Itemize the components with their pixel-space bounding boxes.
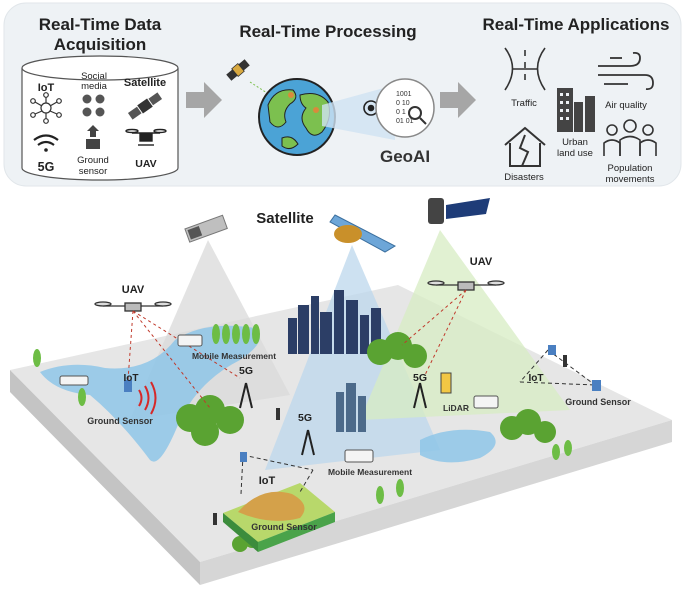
acquisition-title-line1: Real-Time Data (39, 15, 162, 34)
scene-uav-left (95, 302, 171, 311)
acq-satellite-label: Satellite (124, 77, 166, 89)
scene-5g-right-label: 5G (413, 372, 427, 384)
scene-ground-sensor-bottom-label: Ground Sensor (251, 522, 317, 532)
lidar-device (441, 373, 451, 393)
scene-mobile-measurement-top-label: Mobile Measurement (192, 351, 276, 361)
scene-satellite-label: Satellite (256, 210, 314, 227)
app-disasters-label: Disasters (504, 172, 544, 183)
geoai-label: GeoAI (380, 147, 430, 166)
acq-uav-label: UAV (135, 158, 156, 170)
scene-uav-right-label: UAV (470, 256, 493, 268)
scene-iot-right-label: IoT (529, 373, 544, 384)
scene-mobile-measurement-bottom-label: Mobile Measurement (328, 467, 412, 477)
scene-satellite-left (185, 215, 227, 242)
binary-row-1: 1001 (396, 91, 412, 98)
scene-5g-center-label: 5G (298, 412, 312, 424)
iot-sensor-right (548, 345, 556, 355)
acq-ground-line2: sensor (79, 166, 108, 177)
app-population-line1: Population (608, 163, 653, 174)
scene-ground-sensor-right-label: Ground Sensor (565, 397, 631, 407)
binary-row-4: 01 01 (396, 118, 414, 125)
scene-satellite-center (330, 215, 395, 252)
app-traffic-label: Traffic (511, 98, 537, 109)
scene-ground-sensor-left-label: Ground Sensor (87, 416, 153, 426)
truck-center (345, 450, 373, 462)
acq-social-line2: media (81, 81, 108, 92)
app-population-line2: movements (605, 174, 654, 185)
app-air-quality-label: Air quality (605, 100, 647, 111)
scene-iot-bottom-label: IoT (259, 475, 276, 487)
applications-title: Real-Time Applications (482, 15, 669, 34)
boat (60, 376, 88, 385)
acq-ground-line1: Ground (77, 155, 109, 166)
app-urban-line1: Urban (562, 137, 588, 148)
geoai-circle (376, 79, 434, 137)
app-urban-line2: land use (557, 148, 593, 159)
binary-row-3: 0 1 (396, 109, 406, 116)
scene-5g-left-label: 5G (239, 365, 253, 377)
binary-row-2: 0 10 (396, 100, 410, 107)
acquisition-title-line2: Acquisition (54, 35, 147, 54)
scene-uav-left-label: UAV (122, 284, 145, 296)
scene-satellite-right (428, 198, 490, 224)
scene-iot-left-label: IoT (124, 373, 139, 384)
iot-sensor-bottom (240, 452, 247, 462)
ground-sensor-right-device (592, 380, 601, 391)
scene-lidar-label: LiDAR (443, 403, 469, 413)
ship-mobile (178, 335, 202, 346)
acq-5g-label: 5G (38, 160, 55, 174)
truck-right (474, 396, 498, 408)
processing-title: Real-Time Processing (239, 22, 416, 41)
